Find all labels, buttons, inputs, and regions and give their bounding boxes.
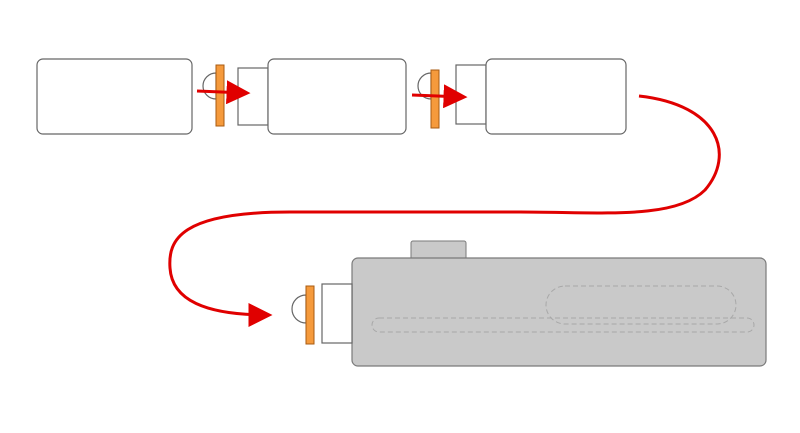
arrow-right-icon (196, 80, 251, 105)
connector-1-icon (215, 64, 225, 127)
flow-path-arrow (168, 94, 721, 327)
connector-2-icon (430, 69, 440, 129)
host-rail-outline (371, 317, 755, 333)
module-1 (36, 58, 193, 135)
host-connector-cap (291, 294, 307, 324)
host-slot-outline (545, 285, 737, 325)
module-2-port (237, 67, 269, 126)
host-port (321, 283, 353, 344)
module-3 (485, 58, 627, 135)
module-2 (267, 58, 407, 135)
host-connector-icon (305, 285, 315, 345)
connector-1-cap (202, 72, 217, 100)
connector-2-cap (417, 72, 432, 100)
module-3-port (455, 64, 487, 125)
arrow-right-icon (411, 84, 468, 109)
host-device (351, 257, 767, 367)
